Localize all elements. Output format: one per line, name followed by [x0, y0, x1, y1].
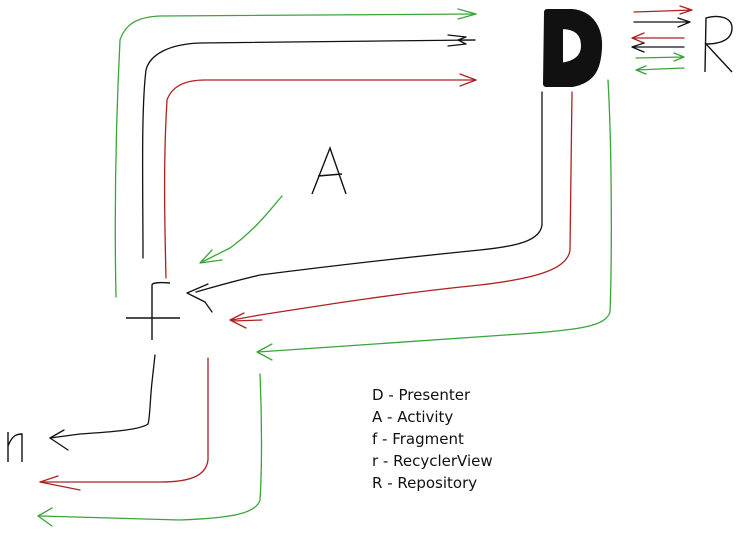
green-arrowhead-f — [256, 343, 273, 361]
presenter-d-shape — [543, 9, 603, 87]
green-arrow-r-to-d-2 — [635, 65, 685, 75]
green-arrowhead-a — [199, 249, 223, 264]
black-line-f-to-d — [141, 39, 476, 259]
red-line-d-to-f — [231, 91, 573, 321]
fragment-node — [126, 281, 180, 340]
red-arrowhead-f — [229, 312, 263, 329]
black-arrowhead-top — [447, 34, 476, 47]
red-line-f-to-r — [39, 357, 209, 483]
activity-node — [311, 145, 347, 195]
red-arrowhead-r — [39, 475, 81, 491]
red-line-f-to-d — [163, 79, 477, 279]
green-line-a-to-f — [201, 195, 283, 263]
black-arrowhead-r — [49, 429, 69, 451]
black-line-f-to-r — [49, 354, 156, 439]
green-line-f-to-bottom — [39, 373, 263, 521]
repository-node — [704, 15, 733, 73]
red-arrowhead-top — [459, 73, 477, 87]
presenter-node — [543, 9, 603, 87]
legend-item-repository: R - Repository — [372, 474, 478, 492]
red-arrow-d-to-r-1 — [633, 5, 693, 15]
legend: D - Presenter A - Activity f - Fragment … — [372, 384, 493, 494]
green-arrowhead-top — [457, 8, 477, 20]
legend-item-recyclerview: r - RecyclerView — [372, 452, 493, 470]
black-line-d-to-f — [195, 91, 543, 293]
green-line-f-to-d — [114, 13, 477, 298]
green-line-d-to-f — [257, 79, 612, 353]
legend-item-presenter: D - Presenter — [372, 386, 471, 404]
legend-item-activity: A - Activity — [372, 408, 454, 426]
black-arrowhead-f — [186, 283, 213, 313]
green-arrowhead-bottom — [37, 507, 53, 527]
recycler-node — [7, 432, 23, 462]
black-arrow-d-to-r — [633, 17, 691, 28]
green-arrow-d-to-r-2 — [635, 52, 685, 62]
black-arrow-r-to-d — [631, 42, 685, 53]
red-arrow-r-to-d — [631, 32, 685, 44]
legend-item-fragment: f - Fragment — [372, 430, 464, 448]
